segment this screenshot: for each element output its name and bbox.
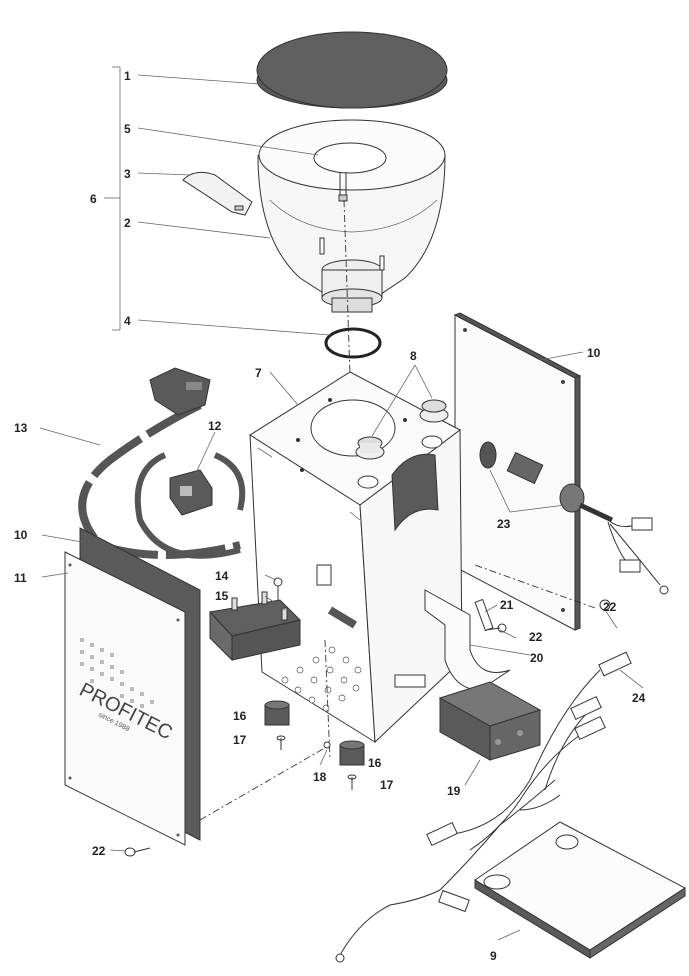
callout-12: 12 xyxy=(208,419,222,433)
cable-glands xyxy=(479,441,614,523)
knob-right xyxy=(419,399,449,423)
wiring-harness xyxy=(335,651,632,963)
switch-assembly xyxy=(134,452,246,559)
callout-17-right: 17 xyxy=(380,778,394,792)
callout-18: 18 xyxy=(313,770,327,784)
screw-17-left xyxy=(276,735,286,750)
leader-lines xyxy=(39,74,644,941)
timer-display xyxy=(438,681,542,761)
knob-left xyxy=(355,436,385,460)
callout-22-mid: 22 xyxy=(529,630,543,644)
callout-10-right: 10 xyxy=(587,346,601,360)
callout-7: 7 xyxy=(255,366,262,380)
callout-16-right: 16 xyxy=(368,756,382,770)
foot-right xyxy=(339,740,365,766)
callout-20: 20 xyxy=(530,651,544,665)
callout-16-left: 16 xyxy=(233,709,247,723)
callout-21: 21 xyxy=(500,598,514,612)
callout-5: 5 xyxy=(124,122,131,136)
screw-17-right xyxy=(347,774,357,790)
lid xyxy=(256,31,448,109)
callout-labels: 1 5 3 6 2 4 8 7 10 13 12 23 10 11 14 15 … xyxy=(14,69,646,963)
callout-24: 24 xyxy=(632,691,646,705)
power-cable xyxy=(78,367,241,559)
callout-22-front: 22 xyxy=(92,844,106,858)
housing xyxy=(249,371,463,744)
callout-6: 6 xyxy=(90,192,97,206)
callout-10-left: 10 xyxy=(14,528,28,542)
callout-3: 3 xyxy=(124,167,131,181)
hopper-assembly-bracket xyxy=(104,66,121,331)
callout-22-right: 22 xyxy=(603,600,617,614)
callout-17-left: 17 xyxy=(233,733,247,747)
callout-2: 2 xyxy=(124,216,131,230)
right-wire-leads xyxy=(607,517,669,595)
callout-14: 14 xyxy=(215,569,229,583)
callout-19: 19 xyxy=(447,784,461,798)
base-plate xyxy=(474,821,686,959)
front-panel: PROFITEC since 1988 xyxy=(64,551,186,846)
washer xyxy=(323,741,331,749)
disc xyxy=(313,142,387,202)
callout-1: 1 xyxy=(124,69,131,83)
callout-23: 23 xyxy=(497,517,511,531)
foot-left xyxy=(264,700,290,726)
callout-9: 9 xyxy=(490,949,497,963)
o-ring xyxy=(324,327,382,359)
callout-13: 13 xyxy=(14,421,28,435)
slide xyxy=(182,171,253,216)
relay xyxy=(209,591,301,662)
callout-4: 4 xyxy=(124,314,131,328)
screw-22-front xyxy=(124,847,151,857)
callout-15: 15 xyxy=(215,589,229,603)
callout-11: 11 xyxy=(14,571,27,585)
callout-8: 8 xyxy=(410,349,417,363)
